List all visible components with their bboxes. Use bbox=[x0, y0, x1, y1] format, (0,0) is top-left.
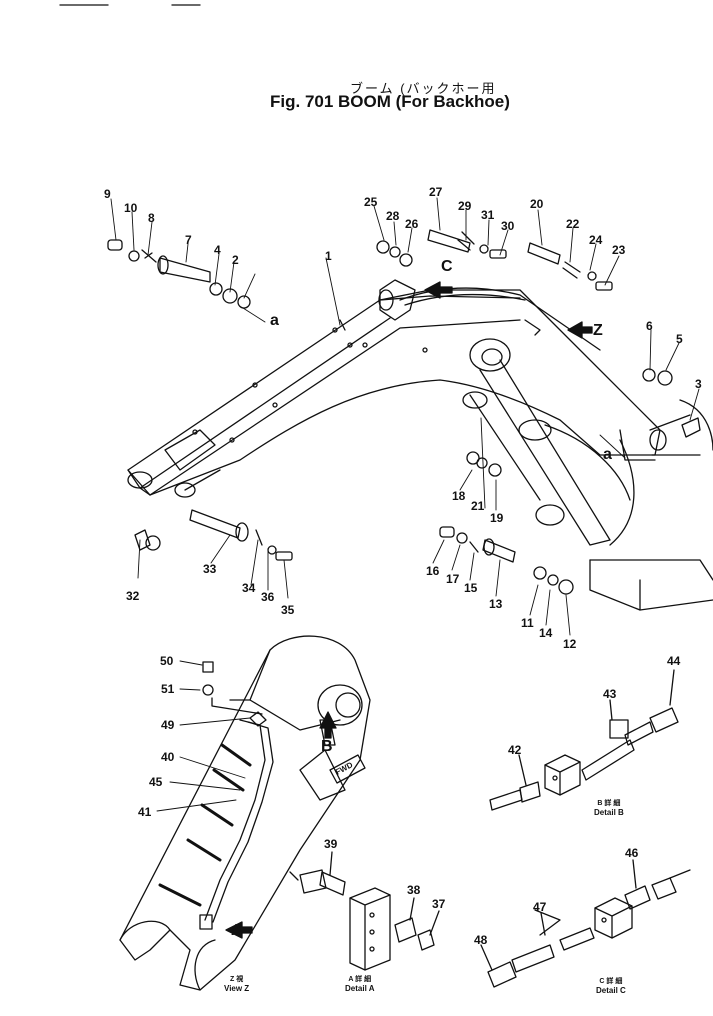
callout-31: 31 bbox=[481, 208, 495, 222]
caption-view-z-en: View Z bbox=[224, 984, 250, 993]
ref-letter-a: a bbox=[603, 446, 612, 463]
detail-c-drawing bbox=[480, 859, 691, 988]
callout-16: 16 bbox=[426, 564, 440, 578]
callout-3: 3 bbox=[695, 377, 702, 391]
fwd-box bbox=[329, 754, 366, 784]
boom-body bbox=[127, 279, 713, 611]
reference-arrows-lower bbox=[225, 711, 337, 939]
callout-26: 26 bbox=[405, 217, 419, 231]
caption-view-z-jp: Z 視 bbox=[229, 976, 244, 983]
callout-41: 41 bbox=[138, 805, 152, 819]
callout-19: 19 bbox=[490, 511, 504, 525]
callout-34: 34 bbox=[242, 581, 256, 595]
callout-20: 20 bbox=[530, 197, 544, 211]
callout-2: 2 bbox=[232, 253, 239, 267]
callout-40: 40 bbox=[161, 750, 175, 764]
callout-4: 4 bbox=[214, 243, 221, 257]
callout-39: 39 bbox=[324, 837, 338, 851]
ref-letter-a: a bbox=[270, 312, 279, 329]
callout-51: 51 bbox=[161, 682, 175, 696]
caption-detail-b: B 詳 細 Detail B bbox=[594, 799, 624, 817]
caption-detail-a-jp: A 詳 細 bbox=[348, 976, 372, 983]
callout-37: 37 bbox=[432, 897, 446, 911]
callout-17: 17 bbox=[446, 572, 460, 586]
callout-38: 38 bbox=[407, 883, 421, 897]
callout-50: 50 bbox=[160, 654, 174, 668]
callout-43: 43 bbox=[603, 687, 617, 701]
view-z-drawing bbox=[119, 635, 371, 991]
callout-12: 12 bbox=[563, 637, 577, 651]
callout-5: 5 bbox=[676, 332, 683, 346]
callout-32: 32 bbox=[126, 589, 140, 603]
callout-45: 45 bbox=[149, 775, 163, 789]
title-english: Fig. 701 BOOM (For Backhoe) bbox=[270, 92, 510, 111]
callout-33: 33 bbox=[203, 562, 217, 576]
leader-lines-upper bbox=[110, 197, 700, 636]
caption-detail-a: A 詳 細 Detail A bbox=[345, 975, 375, 993]
caption-detail-c: C 詳 細 Detail C bbox=[596, 977, 626, 995]
leader-lines-view-z bbox=[156, 660, 251, 812]
callout-29: 29 bbox=[458, 199, 472, 213]
caption-detail-c-jp: C 詳 細 bbox=[599, 978, 623, 985]
caption-detail-b-jp: B 詳 細 bbox=[597, 800, 621, 807]
callout-28: 28 bbox=[386, 209, 400, 223]
callout-23: 23 bbox=[612, 243, 626, 257]
callout-42: 42 bbox=[508, 743, 522, 757]
caption-detail-a-en: Detail A bbox=[345, 984, 375, 993]
ref-letter-a-view: A bbox=[231, 922, 243, 939]
arrow-c bbox=[424, 281, 453, 299]
callout-9: 9 bbox=[104, 187, 111, 201]
callout-22: 22 bbox=[566, 217, 580, 231]
callout-11: 11 bbox=[521, 616, 534, 630]
callout-7: 7 bbox=[185, 233, 192, 247]
callout-27: 27 bbox=[429, 185, 443, 199]
callout-47: 47 bbox=[533, 900, 547, 914]
arrow-b bbox=[319, 711, 337, 739]
arrow-a bbox=[225, 921, 253, 939]
reference-arrows-upper bbox=[424, 281, 593, 339]
callout-21: 21 bbox=[471, 499, 485, 513]
caption-detail-c-en: Detail C bbox=[596, 986, 626, 995]
callout-8: 8 bbox=[148, 211, 155, 225]
callout-14: 14 bbox=[539, 626, 553, 640]
callout-46: 46 bbox=[625, 846, 639, 860]
callout-15: 15 bbox=[464, 581, 478, 595]
callout-36: 36 bbox=[261, 590, 275, 604]
callout-49: 49 bbox=[161, 718, 175, 732]
callout-10: 10 bbox=[124, 201, 138, 215]
callout-6: 6 bbox=[646, 319, 653, 333]
title-japanese: ブーム (バックホー用 bbox=[350, 81, 497, 96]
callout-18: 18 bbox=[452, 489, 466, 503]
caption-view-z: Z 視 View Z bbox=[224, 975, 249, 993]
callout-24: 24 bbox=[589, 233, 603, 247]
callout-44: 44 bbox=[667, 654, 681, 668]
small-parts-upper bbox=[107, 229, 701, 595]
callout-13: 13 bbox=[489, 597, 503, 611]
ref-letter-b-view: B bbox=[321, 738, 333, 755]
callout-35: 35 bbox=[281, 603, 295, 617]
detail-a-drawing bbox=[289, 851, 440, 971]
callout-25: 25 bbox=[364, 195, 378, 209]
callout-1: 1 bbox=[325, 249, 332, 263]
ref-letter-z: Z bbox=[593, 322, 603, 339]
callout-30: 30 bbox=[501, 219, 515, 233]
callout-48: 48 bbox=[474, 933, 488, 947]
caption-detail-b-en: Detail B bbox=[594, 808, 624, 817]
arrow-z bbox=[567, 321, 593, 339]
detail-b-drawing bbox=[489, 669, 679, 811]
ref-letter-c: C bbox=[441, 258, 453, 275]
